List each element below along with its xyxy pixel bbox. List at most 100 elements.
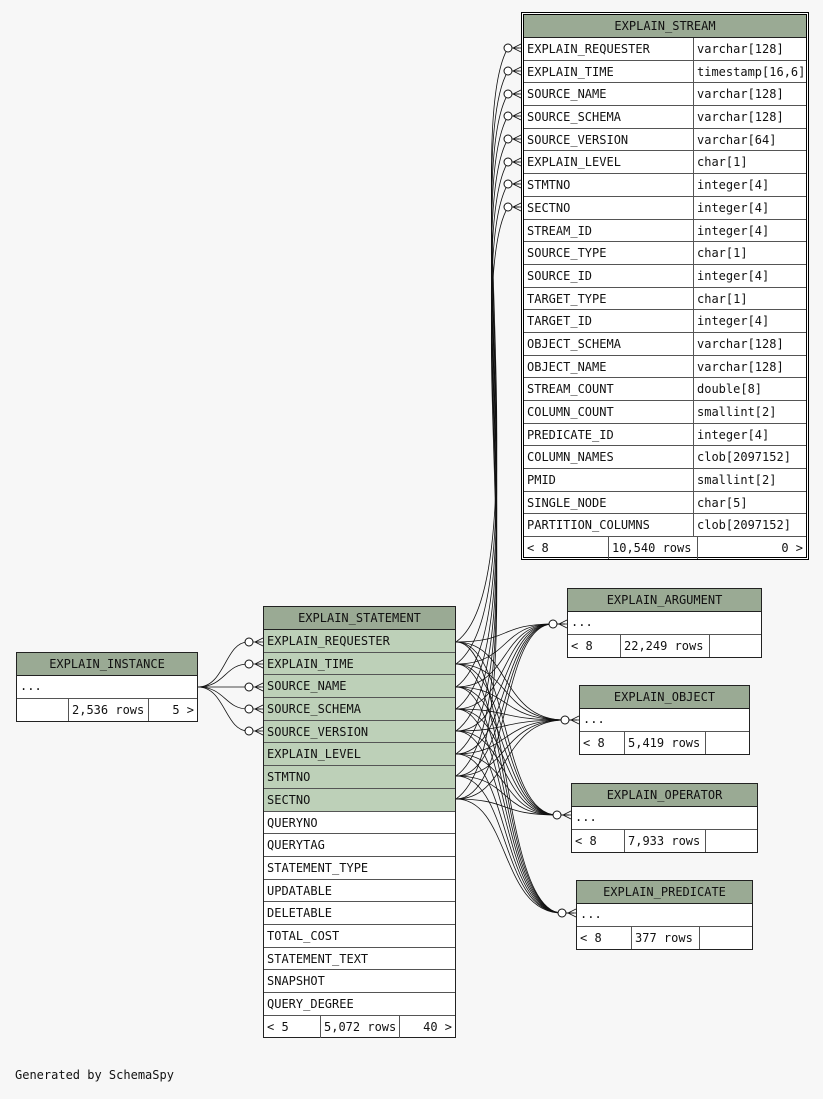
- collapsed-columns: ...: [568, 612, 761, 635]
- children-count[interactable]: [706, 732, 749, 754]
- column-name: STMTNO: [267, 770, 311, 785]
- children-count[interactable]: 0 >: [781, 541, 803, 556]
- children-count[interactable]: [700, 927, 752, 949]
- column-name: SOURCE_ID: [527, 268, 593, 283]
- column-row[interactable]: EXPLAIN_TIME: [264, 652, 455, 676]
- column-name: COLUMN_COUNT: [527, 405, 614, 419]
- column-name: SOURCE_NAME: [267, 679, 347, 694]
- many-marker: [512, 111, 522, 121]
- many-marker: [254, 682, 264, 692]
- children-count[interactable]: [710, 635, 761, 657]
- column-row[interactable]: QUERY_DEGREE: [264, 993, 455, 1016]
- fk-line: [455, 641, 569, 816]
- parents-count[interactable]: < 5: [264, 1015, 321, 1038]
- column-name: EXPLAIN_LEVEL: [267, 747, 361, 762]
- column-name: STREAM_ID: [527, 223, 593, 238]
- column-type: varchar[128]: [693, 38, 806, 60]
- fk-line: [455, 663, 577, 721]
- children-count[interactable]: [706, 830, 757, 852]
- column-name: SOURCE_NAME: [527, 87, 607, 102]
- column-row[interactable]: SOURCE_SCHEMA: [264, 698, 455, 721]
- column-row[interactable]: QUERYNO: [264, 812, 455, 835]
- parents-count[interactable]: < 8: [572, 830, 625, 852]
- many-marker: [254, 726, 264, 736]
- column-type: char[5]: [693, 491, 806, 514]
- column-row[interactable]: DELETABLE: [264, 902, 455, 925]
- table-explain-instance[interactable]: EXPLAIN_INSTANCE ... 2,536 rows 5 >: [16, 652, 198, 722]
- many-marker: [562, 810, 572, 820]
- row-count: 377 rows: [632, 927, 700, 949]
- column-row[interactable]: QUERYTAG: [264, 834, 455, 857]
- column-row[interactable]: STMTNO: [264, 766, 455, 789]
- column-row[interactable]: SECTNO: [264, 788, 455, 812]
- table-title: EXPLAIN_OBJECT: [580, 686, 749, 709]
- column-row[interactable]: SNAPSHOT: [264, 970, 455, 993]
- parents-count[interactable]: < 8: [577, 927, 632, 949]
- fk-line: [455, 686, 569, 816]
- parents-count[interactable]: < 8: [568, 635, 621, 657]
- parents-count[interactable]: < 8: [524, 537, 609, 560]
- children-count[interactable]: 40 >: [423, 1019, 452, 1034]
- children-count[interactable]: 5 >: [172, 703, 194, 717]
- many-marker: [254, 637, 264, 647]
- optional-marker: [244, 659, 254, 669]
- column-name: STREAM_COUNT: [527, 382, 614, 397]
- table-footer: 2,536 rows 5 >: [17, 699, 197, 721]
- column-name: COLUMN_NAMES: [527, 450, 614, 465]
- table-explain-operator[interactable]: EXPLAIN_OPERATOR ... < 8 7,933 rows: [571, 783, 758, 853]
- column-name: SOURCE_SCHEMA: [267, 702, 361, 717]
- table-title: EXPLAIN_PREDICATE: [577, 881, 752, 904]
- parents-count[interactable]: < 8: [580, 732, 625, 754]
- parents-count[interactable]: [17, 699, 69, 721]
- table-explain-predicate[interactable]: EXPLAIN_PREDICATE ... < 8 377 rows: [576, 880, 753, 950]
- table-title: EXPLAIN_STREAM: [524, 15, 806, 38]
- column-row[interactable]: SOURCE_VERSION: [264, 720, 455, 744]
- column-name: SNAPSHOT: [267, 974, 325, 989]
- table-explain-argument[interactable]: EXPLAIN_ARGUMENT ... < 8 22,249 rows: [567, 588, 762, 658]
- column-row[interactable]: TOTAL_COST: [264, 925, 455, 948]
- fk-line: [455, 138, 519, 732]
- table-explain-object[interactable]: EXPLAIN_OBJECT ... < 8 5,419 rows: [579, 685, 750, 755]
- column-name: SINGLE_NODE: [527, 495, 607, 510]
- table-title: EXPLAIN_INSTANCE: [17, 653, 197, 676]
- collapsed-columns: ...: [577, 904, 752, 927]
- column-row[interactable]: SINGLE_NODE char[5]: [524, 491, 806, 515]
- column-row[interactable]: EXPLAIN_LEVEL: [264, 743, 455, 767]
- table-footer: < 8 5,419 rows: [580, 732, 749, 754]
- row-count: 2,536 rows: [69, 699, 149, 721]
- fk-line: [455, 708, 574, 914]
- column-row[interactable]: EXPLAIN_REQUESTER: [264, 630, 455, 653]
- many-marker: [512, 157, 522, 167]
- optional-marker: [548, 619, 558, 629]
- many-marker: [567, 908, 577, 918]
- column-row[interactable]: UPDATABLE: [264, 880, 455, 903]
- column-row[interactable]: STATEMENT_TYPE: [264, 857, 455, 880]
- column-name: SECTNO: [267, 792, 311, 807]
- column-row[interactable]: SOURCE_NAME: [264, 675, 455, 699]
- fk-line: [455, 161, 519, 755]
- column-row[interactable]: STATEMENT_TEXT: [264, 948, 455, 971]
